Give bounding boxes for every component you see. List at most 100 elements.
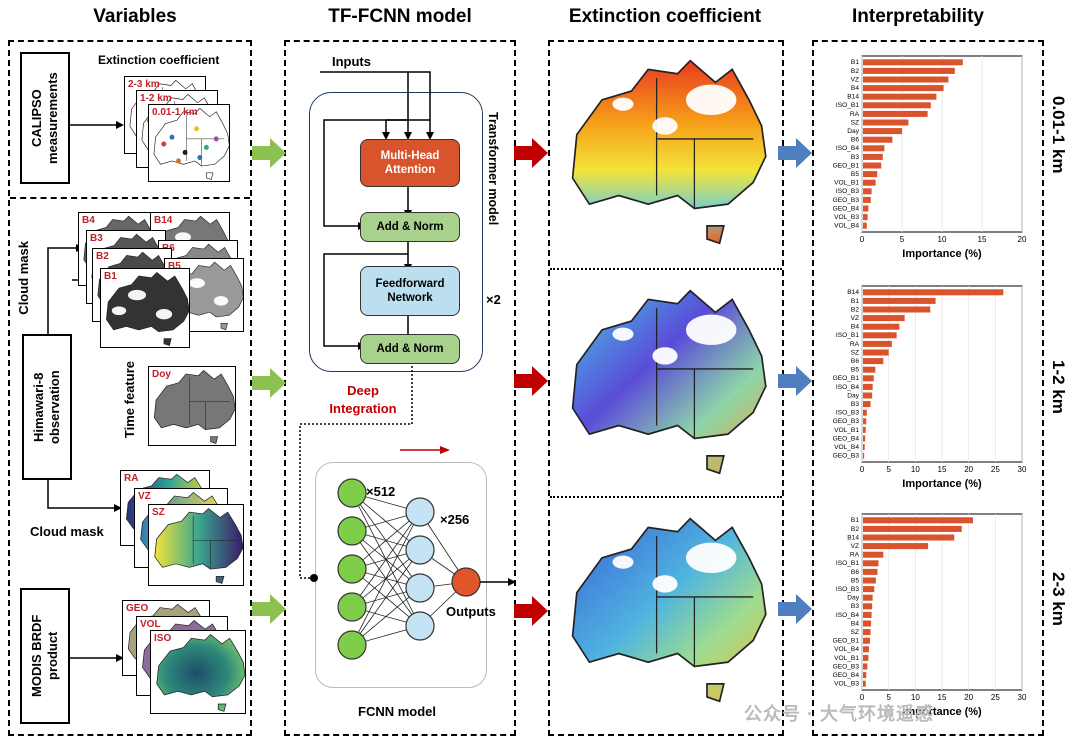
category-label: GEO_B3 xyxy=(833,418,860,425)
importance-bar xyxy=(863,332,897,339)
importance-bar xyxy=(863,375,874,382)
calipso-label: CALIPSO measurements xyxy=(29,72,60,164)
importance-bar xyxy=(863,136,893,143)
importance-bar xyxy=(863,102,931,109)
importance-bar xyxy=(863,629,871,636)
importance-bar xyxy=(863,110,928,117)
extinction-map-3 xyxy=(560,510,770,710)
importance-bar xyxy=(863,145,885,152)
category-label: B4 xyxy=(851,85,859,92)
category-label: ISO_B3 xyxy=(836,586,859,593)
category-label: SZ xyxy=(851,119,859,126)
x-tick-label: 10 xyxy=(938,235,947,244)
importance-bar xyxy=(863,672,867,679)
fcnn-hidden-node-3 xyxy=(405,573,435,603)
category-label: B14 xyxy=(847,534,859,541)
add-norm-block-2: Add & Norm xyxy=(360,334,460,364)
time-feature-label: Time feature xyxy=(122,361,137,439)
importance-bar xyxy=(863,409,867,416)
importance-bar xyxy=(863,179,876,186)
category-label: B3 xyxy=(851,154,859,161)
header-interpretability: Interpretability xyxy=(852,6,984,27)
deep-integration-dot xyxy=(310,574,318,582)
category-label: VOL_B4 xyxy=(834,646,859,653)
category-label: B4 xyxy=(851,620,859,627)
category-label: B2 xyxy=(851,306,859,313)
transformer-container xyxy=(309,92,483,372)
importance-bar xyxy=(863,297,936,304)
fcnn-input-node-5 xyxy=(337,630,367,660)
importance-bar xyxy=(863,392,873,399)
brdf-map-iso: ISO xyxy=(150,630,246,714)
importance-bar xyxy=(863,323,900,330)
category-label: ISO_B1 xyxy=(836,332,859,339)
importance-bar xyxy=(863,435,866,442)
doy-map: Doy xyxy=(148,366,236,446)
blue-flow-arrow-2 xyxy=(778,366,812,401)
importance-bar xyxy=(863,306,931,313)
band-map-b14-label: B14 xyxy=(154,215,173,226)
add-norm-block-1: Add & Norm xyxy=(360,212,460,242)
green-flow-arrow-2 xyxy=(252,368,286,403)
fcnn-hidden-node-4 xyxy=(405,611,435,641)
x-tick-label: 0 xyxy=(860,693,865,702)
deep-integration-link xyxy=(299,366,413,579)
modis-box: MODIS BRDF product xyxy=(20,588,70,724)
x-tick-label: 30 xyxy=(1018,465,1027,474)
x-tick-label: 0 xyxy=(860,235,865,244)
category-label: ISO_B4 xyxy=(836,145,859,152)
importance-bar xyxy=(863,366,876,373)
importance-bar xyxy=(863,594,873,601)
importance-bar xyxy=(863,59,963,66)
fcnn-input-node-4 xyxy=(337,592,367,622)
category-label: GEO_B1 xyxy=(833,162,860,169)
importance-bar xyxy=(863,646,869,653)
importance-bar xyxy=(863,525,962,532)
x-tick-label: 25 xyxy=(991,465,1000,474)
category-label: B5 xyxy=(851,171,859,178)
category-label: B6 xyxy=(851,137,859,144)
brdf-map-geo-label: GEO xyxy=(126,603,149,614)
extinction-map-1 xyxy=(560,52,770,252)
x-tick-label: 15 xyxy=(978,235,987,244)
calipso-map-2-label: 1-2 km xyxy=(140,93,172,104)
band-map-b1-label: B1 xyxy=(104,271,117,282)
category-label: SZ xyxy=(851,629,859,636)
x-tick-label: 15 xyxy=(938,465,947,474)
importance-bar xyxy=(863,289,1004,296)
x512-label: ×512 xyxy=(366,484,396,499)
band-map-b3-label: B3 xyxy=(90,233,103,244)
importance-bar xyxy=(863,401,871,408)
blue-flow-arrow-1 xyxy=(778,138,812,173)
deep-integration-label: Deep Integration xyxy=(329,383,397,416)
category-label: B1 xyxy=(851,298,859,305)
height-label-2: 1-2 km xyxy=(1049,360,1068,414)
feedforward-block: Feedforward Network xyxy=(360,266,460,316)
variables-panel xyxy=(8,40,252,736)
extinction-divider-2 xyxy=(550,496,782,498)
category-label: ISO_B1 xyxy=(836,102,859,109)
importance-bar xyxy=(863,162,882,169)
band-map-b1: B1 xyxy=(100,268,190,348)
category-label: B14 xyxy=(847,94,859,101)
category-label: GEO_B4 xyxy=(833,435,860,442)
x-tick-label: 10 xyxy=(911,465,920,474)
x-axis-label: Importance (%) xyxy=(902,706,982,718)
importance-bar xyxy=(863,340,892,347)
importance-bar xyxy=(863,637,870,644)
green-flow-arrow-3 xyxy=(252,594,286,629)
height-label-3: 2-3 km xyxy=(1049,572,1068,626)
category-label: ISO_B1 xyxy=(836,560,859,567)
importance-bar xyxy=(863,611,872,618)
importance-bar xyxy=(863,577,876,584)
fcnn-input-node-1 xyxy=(337,478,367,508)
importance-bar xyxy=(863,128,902,135)
category-label: Day xyxy=(847,392,859,399)
category-label: B14 xyxy=(847,289,859,296)
category-label: VZ xyxy=(851,76,859,83)
importance-bar xyxy=(863,119,909,126)
calipso-map-1-label: 2-3 km xyxy=(128,79,160,90)
importance-bar xyxy=(863,426,866,433)
category-label: GEO_B4 xyxy=(833,672,860,679)
